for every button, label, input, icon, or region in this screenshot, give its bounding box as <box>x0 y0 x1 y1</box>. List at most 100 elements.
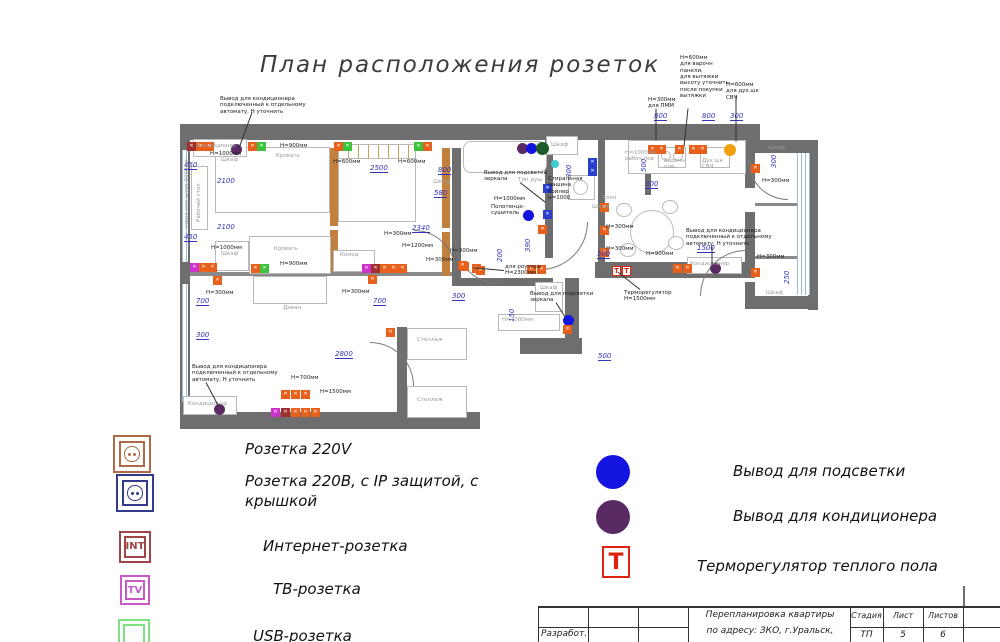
legend-item-label: Вывод для кондиционера <box>733 507 938 525</box>
annotation-label: Н=600мм для дух.шк СВЧ <box>726 82 759 101</box>
socket-o-symbol <box>334 142 343 151</box>
furniture <box>661 151 671 161</box>
room-label: Шкаф <box>551 142 569 148</box>
wall <box>745 296 818 309</box>
legend-item-label: ТВ-розетка <box>273 580 361 598</box>
annotation-label: Вывод для кондиционера подключенный к от… <box>686 228 772 247</box>
socket-o-symbol <box>281 390 290 399</box>
annotation-label: Н=1000мм <box>210 151 242 157</box>
wall <box>545 140 553 258</box>
dimension-label: 450 <box>184 233 198 243</box>
socket-o-symbol <box>527 265 536 274</box>
partition <box>190 272 452 276</box>
output-light-symbol <box>526 143 537 154</box>
leader-line <box>711 246 713 265</box>
output-ac-symbol <box>517 143 528 154</box>
wall <box>520 338 582 354</box>
dimension-label: 800 <box>702 112 716 122</box>
dimension-label: 700 <box>373 297 387 307</box>
socket-o-symbol <box>301 408 310 417</box>
legend-socket-icon <box>113 435 151 473</box>
wall <box>598 140 605 262</box>
tb-line <box>850 627 1000 628</box>
tb-line <box>688 606 689 642</box>
tb-line <box>923 606 924 642</box>
dimension-label: 250 <box>783 270 791 284</box>
output-fan-symbol <box>536 142 549 155</box>
dimension-label: 2100 <box>217 177 235 185</box>
room-label: Кондиционер <box>197 143 237 149</box>
leader-line <box>655 108 657 141</box>
socket-face <box>124 446 140 462</box>
annotation-label: Н=300мм <box>762 178 790 184</box>
dimension-label: 700 <box>196 297 210 307</box>
socket-o-symbol <box>248 142 257 151</box>
socket-usb-symbol <box>343 142 352 151</box>
legend-item-label: Розетка 220В, с IP защитой, с крышкой <box>245 472 479 510</box>
room-label: Кондиционер <box>690 261 730 267</box>
dimension-label: 300 <box>730 112 744 122</box>
tb-line <box>963 606 964 642</box>
tb-line <box>850 606 851 642</box>
socket-int-symbol <box>187 142 196 151</box>
socket-o-symbol <box>600 248 609 257</box>
legend-module-icon: INT <box>119 531 151 563</box>
room-label: Диван <box>283 305 302 311</box>
furniture <box>191 166 208 230</box>
annotation-label: Вывод для кондиционера подключенный к от… <box>192 364 278 383</box>
legend-module-icon: TV <box>120 575 150 605</box>
furniture <box>338 144 416 159</box>
socket-o-symbol <box>563 325 572 334</box>
socket-tv-symbol <box>271 408 280 417</box>
dimension-label: 200 <box>496 248 504 262</box>
socket-usb-symbol <box>260 264 269 273</box>
dimension-label: 300 <box>196 331 210 341</box>
socket-o-symbol <box>199 263 208 272</box>
socket-int-symbol <box>281 408 290 417</box>
socket-ip-symbol <box>588 158 597 167</box>
dimension-label: 500 <box>598 352 612 362</box>
annotation-label: Н=700мм <box>291 375 319 381</box>
legend-icon-inner: TV <box>125 580 145 600</box>
legend-output-dot <box>596 455 630 489</box>
annotation-label: Н=300мм <box>757 254 785 260</box>
dimension-label: 2340 <box>412 224 430 234</box>
thermostat-symbol: T <box>622 266 631 276</box>
annotation-label: Н=300мм для ПММ <box>648 97 676 110</box>
annotation-label: Полотенце- сушитель <box>491 204 525 217</box>
socket-o-symbol <box>537 265 546 274</box>
tb-line <box>638 606 639 642</box>
annotation-label: Н=900мм <box>280 143 308 149</box>
tb-project-line2: по адресу: ЗКО, г.Уральск, <box>706 626 834 636</box>
socket-tv-symbol <box>362 264 371 273</box>
room-label: Шкаф <box>540 285 558 291</box>
socket-usb-symbol <box>414 142 423 151</box>
socket-o-symbol <box>675 145 684 154</box>
annotation-label: Н=300мм <box>342 289 370 295</box>
socket-o-symbol <box>213 276 222 285</box>
room-label: Шкаф <box>221 251 239 257</box>
legend-output-dot <box>596 500 630 534</box>
room-label: Шкаф <box>768 145 786 151</box>
socket-ip-symbol <box>588 167 597 176</box>
socket-o-symbol <box>648 145 657 154</box>
leader-line <box>735 95 737 142</box>
annotation-label: Терморегулятор Н=1500мм <box>624 290 672 303</box>
furniture <box>662 200 678 214</box>
annotation-label: Н=1500мм <box>320 389 352 395</box>
dimension-label: 800 <box>654 112 668 122</box>
dimension-label: 300 <box>452 292 466 302</box>
dimension-label: 2100 <box>217 223 235 231</box>
annotation-label: Н=300мм <box>384 231 412 237</box>
socket-o-symbol <box>423 142 432 151</box>
room-label: Стеллаж <box>417 337 443 343</box>
annotation-label: Н=1000мм <box>494 196 526 202</box>
furniture <box>700 147 730 168</box>
output-light-symbol <box>563 315 574 326</box>
output-oc-symbol <box>724 144 736 156</box>
socket-o-symbol <box>398 264 407 273</box>
furniture <box>573 180 588 195</box>
socket-o-symbol <box>380 264 389 273</box>
socket-tv-symbol <box>190 263 199 272</box>
